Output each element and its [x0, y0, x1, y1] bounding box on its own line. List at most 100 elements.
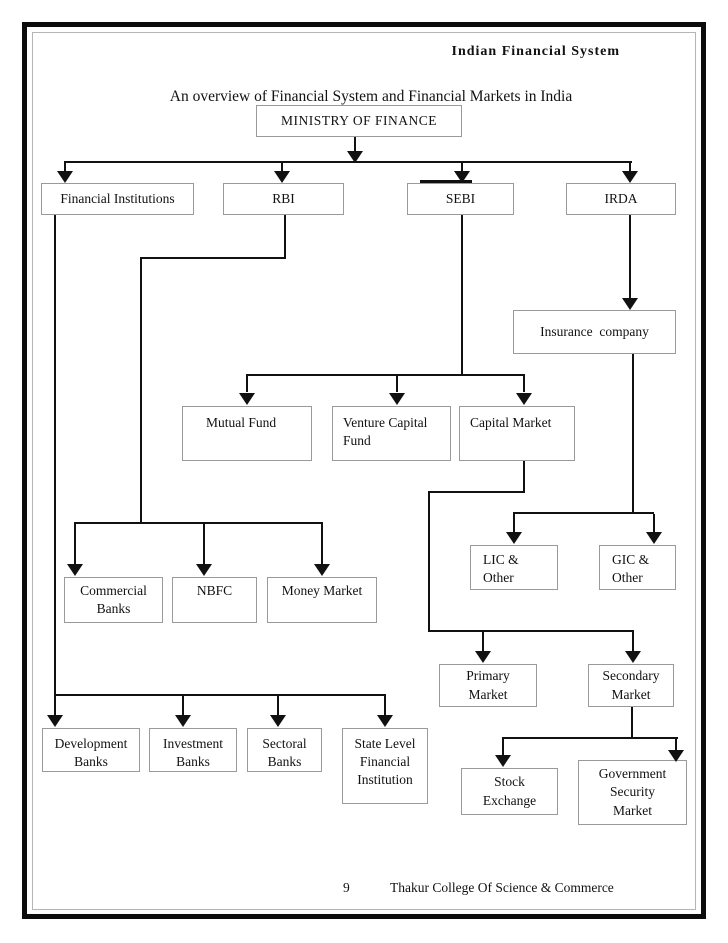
arrow-down-icon — [646, 532, 662, 544]
node-financial-institutions-label: Financial Institutions — [60, 190, 175, 206]
connector-line — [384, 696, 386, 715]
node-insurance-company-label: Insurance company — [540, 323, 649, 339]
node-secondary-market-label: Secondary Market — [602, 668, 663, 702]
connector-line — [246, 374, 525, 376]
arrow-down-icon — [47, 715, 63, 727]
connector-line — [513, 512, 654, 514]
connector-line — [631, 707, 633, 738]
connector-line — [354, 137, 356, 151]
arrow-down-icon — [270, 715, 286, 727]
arrow-down-icon — [239, 393, 255, 405]
connector-line — [502, 737, 678, 739]
node-state-level-financial-institution-label: State Level Financial Institution — [354, 736, 419, 788]
node-development-banks: Development Banks — [42, 728, 140, 772]
node-commercial-banks-label: Commercial Banks — [80, 583, 151, 617]
node-primary-market: Primary Market — [439, 664, 537, 707]
node-rbi: RBI — [223, 183, 344, 215]
node-lic-other-label: LIC & Other — [483, 552, 522, 586]
connector-line — [74, 524, 76, 565]
node-sebi: SEBI — [407, 183, 514, 215]
connector-line — [675, 739, 677, 750]
footer-institution: Thakur College Of Science & Commerce — [390, 880, 614, 895]
page-inner-border — [32, 32, 696, 910]
node-ministry-of-finance-label: MINISTRY OF FINANCE — [280, 112, 438, 128]
arrow-down-icon — [389, 393, 405, 405]
connector-line — [277, 696, 279, 715]
node-gic-other-label: GIC & Other — [612, 552, 653, 586]
node-insurance-company: Insurance company — [513, 310, 676, 354]
connector-line — [64, 163, 66, 172]
arrow-down-icon — [495, 755, 511, 767]
connector-line — [461, 215, 463, 375]
connector-line — [461, 163, 463, 172]
node-state-level-financial-institution: State Level Financial Institution — [342, 728, 428, 804]
connector-line — [182, 696, 184, 715]
node-irda: IRDA — [566, 183, 676, 215]
arrow-down-icon — [314, 564, 330, 576]
arrow-down-icon — [175, 715, 191, 727]
connector-line — [629, 163, 631, 172]
arrow-down-icon — [622, 298, 638, 310]
node-investment-banks: Investment Banks — [149, 728, 237, 772]
connector-line — [523, 461, 525, 492]
node-stock-exchange-label: Stock Exchange — [482, 774, 537, 808]
node-capital-market-label: Capital Market — [470, 415, 552, 430]
scan-artifact-bar — [420, 180, 472, 183]
diagram-heading: An overview of Financial System and Fina… — [169, 88, 573, 105]
arrow-down-icon — [668, 750, 684, 762]
connector-line — [513, 514, 515, 533]
arrow-down-icon — [67, 564, 83, 576]
node-nbfc-label: NBFC — [196, 583, 233, 598]
arrow-down-icon — [516, 393, 532, 405]
page-number: 9 — [343, 880, 350, 895]
node-ministry-of-finance: MINISTRY OF FINANCE — [256, 105, 462, 137]
connector-line — [74, 522, 323, 524]
connector-line — [54, 694, 386, 696]
arrow-down-icon — [377, 715, 393, 727]
connector-line — [523, 376, 525, 392]
node-sebi-label: SEBI — [445, 190, 476, 206]
node-mutual-fund-label: Mutual Fund — [206, 415, 277, 430]
node-rbi-label: RBI — [272, 190, 295, 206]
connector-line — [140, 257, 286, 259]
node-commercial-banks: Commercial Banks — [64, 577, 163, 623]
node-lic-other: LIC & Other — [470, 545, 558, 590]
node-venture-capital-fund-label: Venture Capital Fund — [343, 415, 431, 449]
connector-line — [482, 632, 484, 651]
connector-line — [396, 376, 398, 392]
arrow-down-icon — [196, 564, 212, 576]
node-sectoral-banks-label: Sectoral Banks — [262, 736, 310, 770]
connector-line — [54, 696, 56, 715]
node-capital-market: Capital Market — [459, 406, 575, 461]
arrow-down-icon — [57, 171, 73, 183]
arrow-down-icon — [506, 532, 522, 544]
connector-line — [140, 257, 142, 524]
node-irda-label: IRDA — [604, 190, 638, 206]
node-primary-market-label: Primary Market — [466, 668, 514, 702]
node-venture-capital-fund: Venture Capital Fund — [332, 406, 451, 461]
connector-line — [653, 514, 655, 533]
connector-line — [428, 630, 634, 632]
connector-line — [284, 215, 286, 259]
arrow-down-icon — [274, 171, 290, 183]
node-government-security-market-label: Government Security Market — [598, 766, 670, 818]
node-money-market: Money Market — [267, 577, 377, 623]
connector-line — [502, 739, 504, 755]
connector-line — [281, 163, 283, 172]
node-mutual-fund: Mutual Fund — [182, 406, 312, 461]
node-government-security-market: Government Security Market — [578, 760, 687, 825]
node-stock-exchange: Stock Exchange — [461, 768, 558, 815]
connector-line — [54, 215, 56, 695]
page-outer-border — [22, 22, 706, 919]
node-secondary-market: Secondary Market — [588, 664, 674, 707]
connector-line — [632, 632, 634, 651]
connector-line — [321, 524, 323, 565]
node-investment-banks-label: Investment Banks — [163, 736, 227, 770]
connector-line — [428, 491, 525, 493]
arrow-down-icon — [625, 651, 641, 663]
node-money-market-label: Money Market — [281, 583, 363, 598]
node-sectoral-banks: Sectoral Banks — [247, 728, 322, 772]
connector-line — [629, 215, 631, 299]
connector-line — [203, 524, 205, 565]
connector-line — [64, 161, 632, 163]
